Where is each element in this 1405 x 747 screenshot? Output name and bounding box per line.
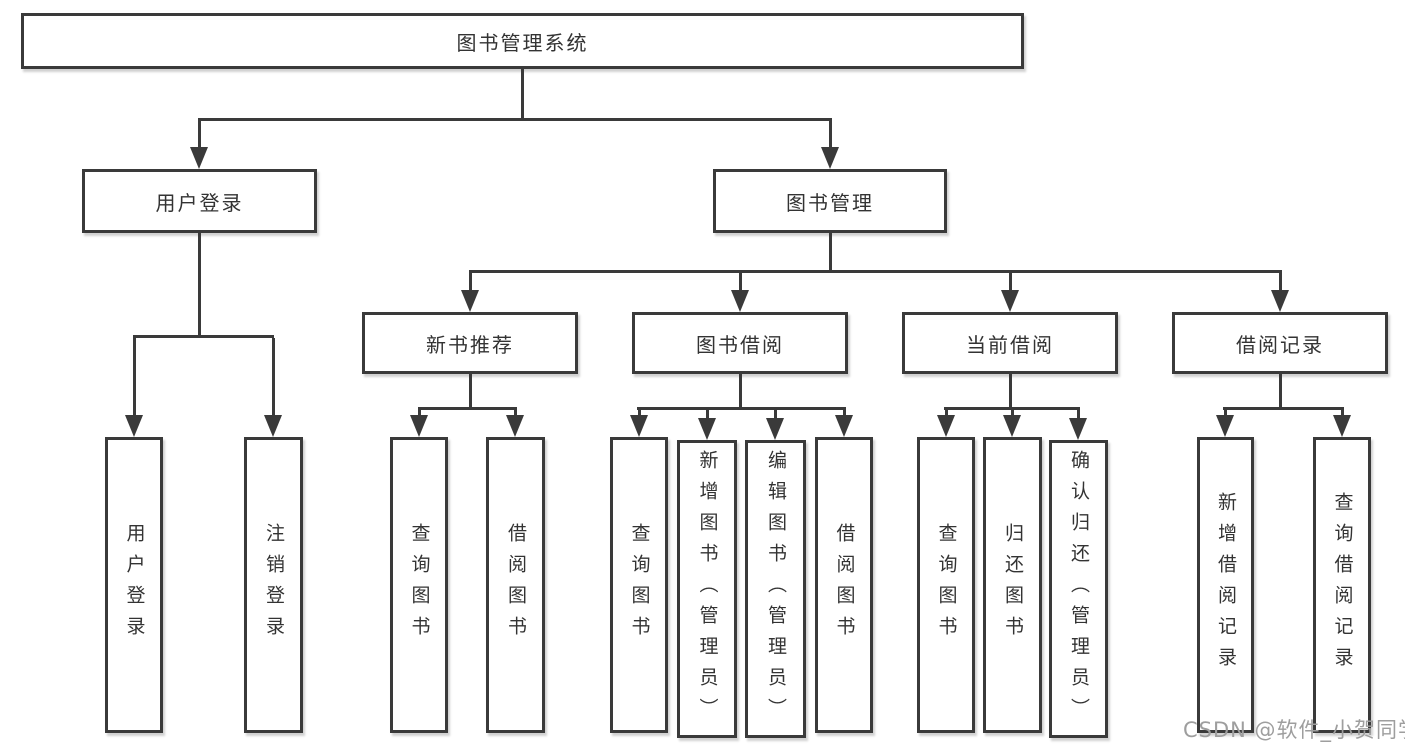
connector-line bbox=[514, 410, 517, 417]
arrow-down-icon bbox=[766, 418, 784, 440]
node-user-login: 用户登录 bbox=[82, 169, 317, 233]
connector-line bbox=[1009, 374, 1012, 409]
arrow-down-icon bbox=[731, 290, 749, 312]
connector-line bbox=[133, 335, 274, 338]
connector-line bbox=[706, 410, 709, 420]
connector-line bbox=[829, 121, 832, 149]
arrow-down-icon bbox=[630, 415, 648, 437]
arrow-down-icon bbox=[1069, 418, 1087, 440]
connector-line bbox=[469, 273, 472, 292]
connector-line bbox=[418, 410, 421, 417]
connector-line bbox=[198, 118, 832, 121]
node-current-borrow-label: 当前借阅 bbox=[966, 332, 1054, 357]
leaf-current-query-books: 查询图书 bbox=[917, 437, 975, 733]
leaf-recommend-borrow-books: 借阅图书 bbox=[486, 437, 545, 733]
connector-line bbox=[638, 410, 641, 417]
node-library-system: 图书管理系统 bbox=[21, 13, 1024, 69]
node-borrow-records: 借阅记录 bbox=[1172, 312, 1388, 374]
connector-line bbox=[1279, 273, 1282, 292]
leaf-return-books: 归还图书 bbox=[983, 437, 1042, 733]
connector-line bbox=[944, 407, 1080, 410]
connector-line bbox=[945, 410, 948, 417]
connector-line bbox=[1011, 410, 1014, 417]
arrow-down-icon bbox=[1216, 415, 1234, 437]
arrow-down-icon bbox=[1003, 415, 1021, 437]
leaf-query-borrow-record: 查询借阅记录 bbox=[1313, 437, 1371, 733]
leaf-logout: 注销登录 bbox=[244, 437, 303, 733]
connector-line bbox=[637, 407, 846, 410]
connector-line bbox=[198, 233, 201, 337]
connector-line bbox=[469, 374, 472, 409]
connector-line bbox=[1341, 410, 1344, 417]
leaf-recommend-query-books: 查询图书 bbox=[390, 437, 448, 733]
node-book-management-label: 图书管理 bbox=[786, 190, 874, 215]
connector-line bbox=[1224, 410, 1227, 417]
connector-line bbox=[1077, 410, 1080, 420]
connector-line bbox=[1223, 407, 1344, 410]
arrow-down-icon bbox=[506, 415, 524, 437]
connector-line bbox=[418, 407, 517, 410]
node-library-system-label: 图书管理系统 bbox=[456, 30, 589, 55]
connector-line bbox=[1279, 374, 1282, 409]
leaf-add-book-admin: 新增图书（管理员） bbox=[677, 440, 737, 738]
csdn-watermark: CSDN @软件_小贺同学 bbox=[1183, 718, 1405, 742]
arrow-down-icon bbox=[1271, 290, 1289, 312]
connector-line bbox=[272, 338, 275, 417]
arrow-down-icon bbox=[190, 147, 208, 169]
node-current-borrow: 当前借阅 bbox=[902, 312, 1118, 374]
arrow-down-icon bbox=[1333, 415, 1351, 437]
arrow-down-icon bbox=[461, 290, 479, 312]
connector-line bbox=[198, 121, 201, 149]
connector-line bbox=[739, 374, 742, 409]
arrow-down-icon bbox=[410, 415, 428, 437]
connector-line bbox=[469, 270, 1282, 273]
arrow-down-icon bbox=[125, 415, 143, 437]
arrow-down-icon bbox=[264, 415, 282, 437]
node-book-management: 图书管理 bbox=[713, 169, 947, 233]
node-book-borrow-label: 图书借阅 bbox=[696, 332, 784, 357]
arrow-down-icon bbox=[835, 415, 853, 437]
connector-line bbox=[1009, 273, 1012, 292]
node-new-book-recommend: 新书推荐 bbox=[362, 312, 578, 374]
leaf-borrow-borrow-books: 借阅图书 bbox=[815, 437, 873, 733]
connector-line bbox=[774, 410, 777, 420]
leaf-user-login: 用户登录 bbox=[105, 437, 163, 733]
node-book-borrow: 图书借阅 bbox=[632, 312, 848, 374]
connector-line bbox=[133, 338, 136, 417]
node-borrow-records-label: 借阅记录 bbox=[1236, 332, 1324, 357]
connector-line bbox=[843, 410, 846, 417]
connector-line bbox=[739, 273, 742, 292]
connector-line bbox=[521, 69, 524, 120]
leaf-edit-book-admin: 编辑图书（管理员） bbox=[745, 440, 806, 738]
node-user-login-label: 用户登录 bbox=[155, 190, 244, 215]
connector-line bbox=[829, 233, 832, 272]
leaf-confirm-return-admin: 确认归还（管理员） bbox=[1049, 440, 1108, 738]
node-new-book-recommend-label: 新书推荐 bbox=[426, 332, 514, 357]
arrow-down-icon bbox=[698, 418, 716, 440]
leaf-borrow-query-books: 查询图书 bbox=[610, 437, 668, 733]
arrow-down-icon bbox=[937, 415, 955, 437]
arrow-down-icon bbox=[821, 147, 839, 169]
arrow-down-icon bbox=[1001, 290, 1019, 312]
leaf-add-borrow-record: 新增借阅记录 bbox=[1197, 437, 1254, 733]
